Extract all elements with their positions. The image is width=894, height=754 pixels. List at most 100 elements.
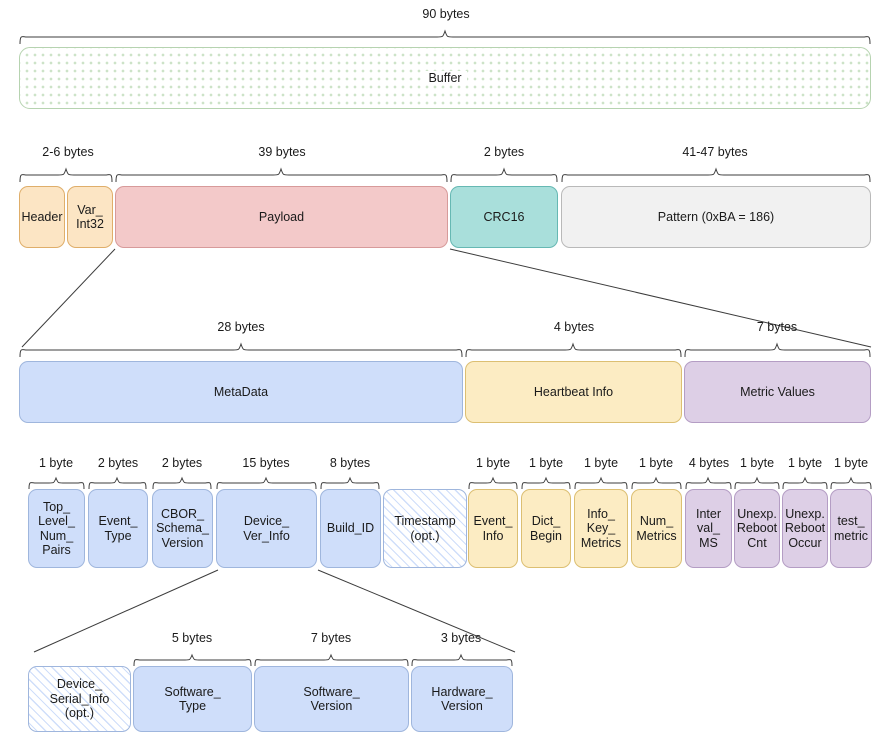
box-cbor-schema-version: CBOR_ Schema_ Version (152, 489, 213, 568)
box-top-level-num-pairs-label: Top_ Level_ Num_ Pairs (38, 499, 75, 558)
brace-metadata (19, 343, 463, 357)
box-cbor-schema-version-label: CBOR_ Schema_ Version (156, 506, 209, 550)
box-info-key-metrics: Info_ Key_ Metrics (574, 489, 628, 568)
box-software-version: Software_ Version (254, 666, 409, 732)
brace-device-ver-info (216, 477, 317, 489)
size-label-interval-ms: 4 bytes (688, 456, 730, 470)
box-metric-values-label: Metric Values (740, 384, 815, 399)
box-unexp-reboot-occur: Unexp. Reboot Occur (782, 489, 828, 568)
size-label-info-key-metrics: 1 byte (583, 456, 619, 470)
box-device-ver-info-label: Device_ Ver_Info (243, 514, 290, 543)
box-pattern-label: Pattern (0xBA = 186) (657, 209, 775, 224)
box-metadata: MetaData (19, 361, 463, 423)
brace-software-type (133, 654, 252, 666)
brace-payload (115, 168, 448, 182)
box-interval-ms: Inter val_ MS (685, 489, 732, 568)
size-label-dict-begin: 1 byte (528, 456, 564, 470)
size-label-top-level-num-pairs: 1 byte (38, 456, 74, 470)
size-label-metric-values: 7 bytes (756, 320, 798, 334)
size-label-software-version: 7 bytes (310, 631, 352, 645)
size-label-device-ver-info: 15 bytes (242, 456, 290, 470)
box-software-version-label: Software_ Version (303, 684, 360, 714)
box-device-serial-info: Device_ Serial_Info (opt.) (28, 666, 131, 732)
brace-cbor-schema-version (152, 477, 213, 489)
box-timestamp-label: Timestamp (opt.) (394, 514, 456, 543)
brace-test-metric (830, 477, 872, 489)
box-unexp-reboot-occur-label: Unexp. Reboot Occur (784, 506, 826, 550)
box-buffer-label: Buffer (423, 70, 467, 86)
size-label-metadata: 28 bytes (217, 320, 265, 334)
box-event-info-label: Event_ Info (473, 514, 513, 543)
brace-pattern (561, 168, 871, 182)
size-label-test-metric: 1 byte (833, 456, 869, 470)
size-label-crc16: 2 bytes (483, 145, 525, 159)
box-crc16-label: CRC16 (483, 209, 525, 224)
box-hardware-version: Hardware_ Version (411, 666, 513, 732)
brace-hardware-version (411, 654, 513, 666)
brace-unexp-reboot-occur (782, 477, 828, 489)
brace-interval-ms (685, 477, 732, 489)
size-label-num-metrics: 1 byte (638, 456, 674, 470)
box-test-metric-label: test_ metric (833, 514, 869, 543)
box-software-type-label: Software_ Type (164, 684, 221, 714)
box-metric-values: Metric Values (684, 361, 871, 423)
box-metadata-label: MetaData (213, 384, 269, 399)
box-device-serial-info-label: Device_ Serial_Info (opt.) (49, 677, 110, 721)
box-software-type: Software_ Type (133, 666, 252, 732)
connector-payload-right (449, 248, 872, 348)
brace-num-metrics (631, 477, 682, 489)
box-payload-label: Payload (258, 209, 305, 224)
size-label-hardware-version: 3 bytes (440, 631, 482, 645)
box-timestamp: Timestamp (opt.) (383, 489, 467, 568)
box-build-id: Build_ID (320, 489, 381, 568)
size-label-pattern: 41-47 bytes (682, 145, 748, 159)
brace-header (19, 168, 113, 182)
size-label-header: 2-6 bytes (42, 145, 94, 159)
box-crc16: CRC16 (450, 186, 558, 248)
size-label-build-id: 8 bytes (329, 456, 371, 470)
brace-heartbeat (465, 343, 682, 357)
size-label-heartbeat: 4 bytes (553, 320, 595, 334)
brace-top-level-num-pairs (28, 477, 85, 489)
box-num-metrics: Num_ Metrics (631, 489, 682, 568)
box-test-metric: test_ metric (830, 489, 872, 568)
brace-dict-begin (521, 477, 571, 489)
box-unexp-reboot-cnt: Unexp. Reboot Cnt (734, 489, 780, 568)
brace-build-id (320, 477, 381, 489)
size-label-unexp-reboot-occur: 1 byte (787, 456, 823, 470)
box-event-type-label: Event_ Type (98, 514, 138, 543)
box-event-type: Event_ Type (88, 489, 148, 568)
connector-payload-left (21, 248, 116, 348)
box-dict-begin: Dict_ Begin (521, 489, 571, 568)
box-header-label: Header (21, 209, 63, 224)
box-payload: Payload (115, 186, 448, 248)
box-header: Header (19, 186, 65, 248)
size-label-payload: 39 bytes (258, 145, 306, 159)
box-var-int32-label: Var_ Int32 (76, 202, 104, 232)
box-interval-ms-label: Inter val_ MS (695, 506, 721, 550)
brace-event-type (88, 477, 148, 489)
box-info-key-metrics-label: Info_ Key_ Metrics (580, 506, 622, 550)
size-label-event-info: 1 byte (475, 456, 511, 470)
brace-event-info (468, 477, 518, 489)
box-heartbeat-info-label: Heartbeat Info (533, 384, 614, 399)
box-event-info: Event_ Info (468, 489, 518, 568)
box-hardware-version-label: Hardware_ Version (431, 684, 493, 714)
brace-crc16 (450, 168, 558, 182)
box-unexp-reboot-cnt-label: Unexp. Reboot Cnt (736, 506, 778, 550)
brace-info-key-metrics (574, 477, 628, 489)
brace-buffer (19, 30, 871, 44)
box-device-ver-info: Device_ Ver_Info (216, 489, 317, 568)
brace-software-version (254, 654, 409, 666)
box-dict-begin-label: Dict_ Begin (530, 514, 562, 543)
box-var-int32: Var_ Int32 (67, 186, 113, 248)
brace-metric-values (684, 343, 871, 357)
size-label-software-type: 5 bytes (171, 631, 213, 645)
box-num-metrics-label: Num_ Metrics (636, 514, 677, 543)
size-label-unexp-reboot-cnt: 1 byte (739, 456, 775, 470)
box-pattern: Pattern (0xBA = 186) (561, 186, 871, 248)
box-build-id-label: Build_ID (326, 521, 375, 536)
size-label-event-type: 2 bytes (97, 456, 139, 470)
brace-unexp-reboot-cnt (734, 477, 780, 489)
